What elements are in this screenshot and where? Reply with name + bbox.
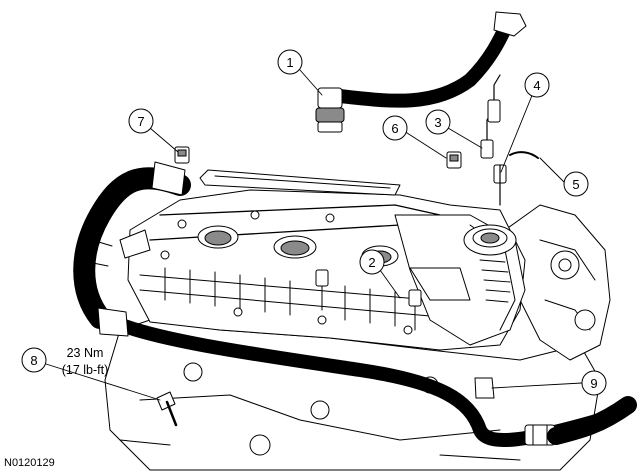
sensor-4 <box>487 74 507 206</box>
cover-bolts <box>160 210 413 335</box>
svg-text:8: 8 <box>30 353 37 368</box>
svg-text:9: 9 <box>590 376 597 391</box>
callout-5: 5 <box>563 171 589 197</box>
torque-imperial: (17 lb-ft) <box>62 363 109 377</box>
svg-text:1: 1 <box>286 55 293 70</box>
heat-shield <box>199 169 401 196</box>
intake-bracket <box>409 267 471 301</box>
callout-1: 1 <box>277 49 303 75</box>
coolant-hose-upper <box>73 161 191 329</box>
spark-plug-well <box>197 225 239 249</box>
callout-6: 6 <box>382 115 408 141</box>
torque-metric: 23 Nm <box>67 346 104 360</box>
spark-plug-well <box>273 235 317 259</box>
callout-7: 7 <box>128 108 154 134</box>
callout-4: 4 <box>524 72 550 98</box>
callout-3: 3 <box>425 109 451 135</box>
figure-id: N0120129 <box>4 457 55 469</box>
svg-text:4: 4 <box>533 78 540 93</box>
bolt-8 <box>156 391 178 427</box>
callout-9: 9 <box>581 370 607 396</box>
pcv-valve <box>315 87 345 133</box>
callout-8: 8 <box>21 347 47 373</box>
coolant-tube <box>97 307 637 447</box>
connector-2 <box>315 269 422 331</box>
clip-5 <box>509 151 539 159</box>
svg-text:2: 2 <box>368 255 375 270</box>
leader-lines <box>45 69 583 401</box>
connector-7 <box>174 146 190 164</box>
oil-filler <box>463 224 517 256</box>
svg-text:3: 3 <box>434 115 441 130</box>
svg-text:6: 6 <box>391 121 398 136</box>
svg-text:5: 5 <box>572 177 579 192</box>
pcv-tube <box>315 11 527 133</box>
callout-2: 2 <box>359 249 385 275</box>
svg-text:7: 7 <box>137 114 144 129</box>
connector-6 <box>446 151 462 169</box>
